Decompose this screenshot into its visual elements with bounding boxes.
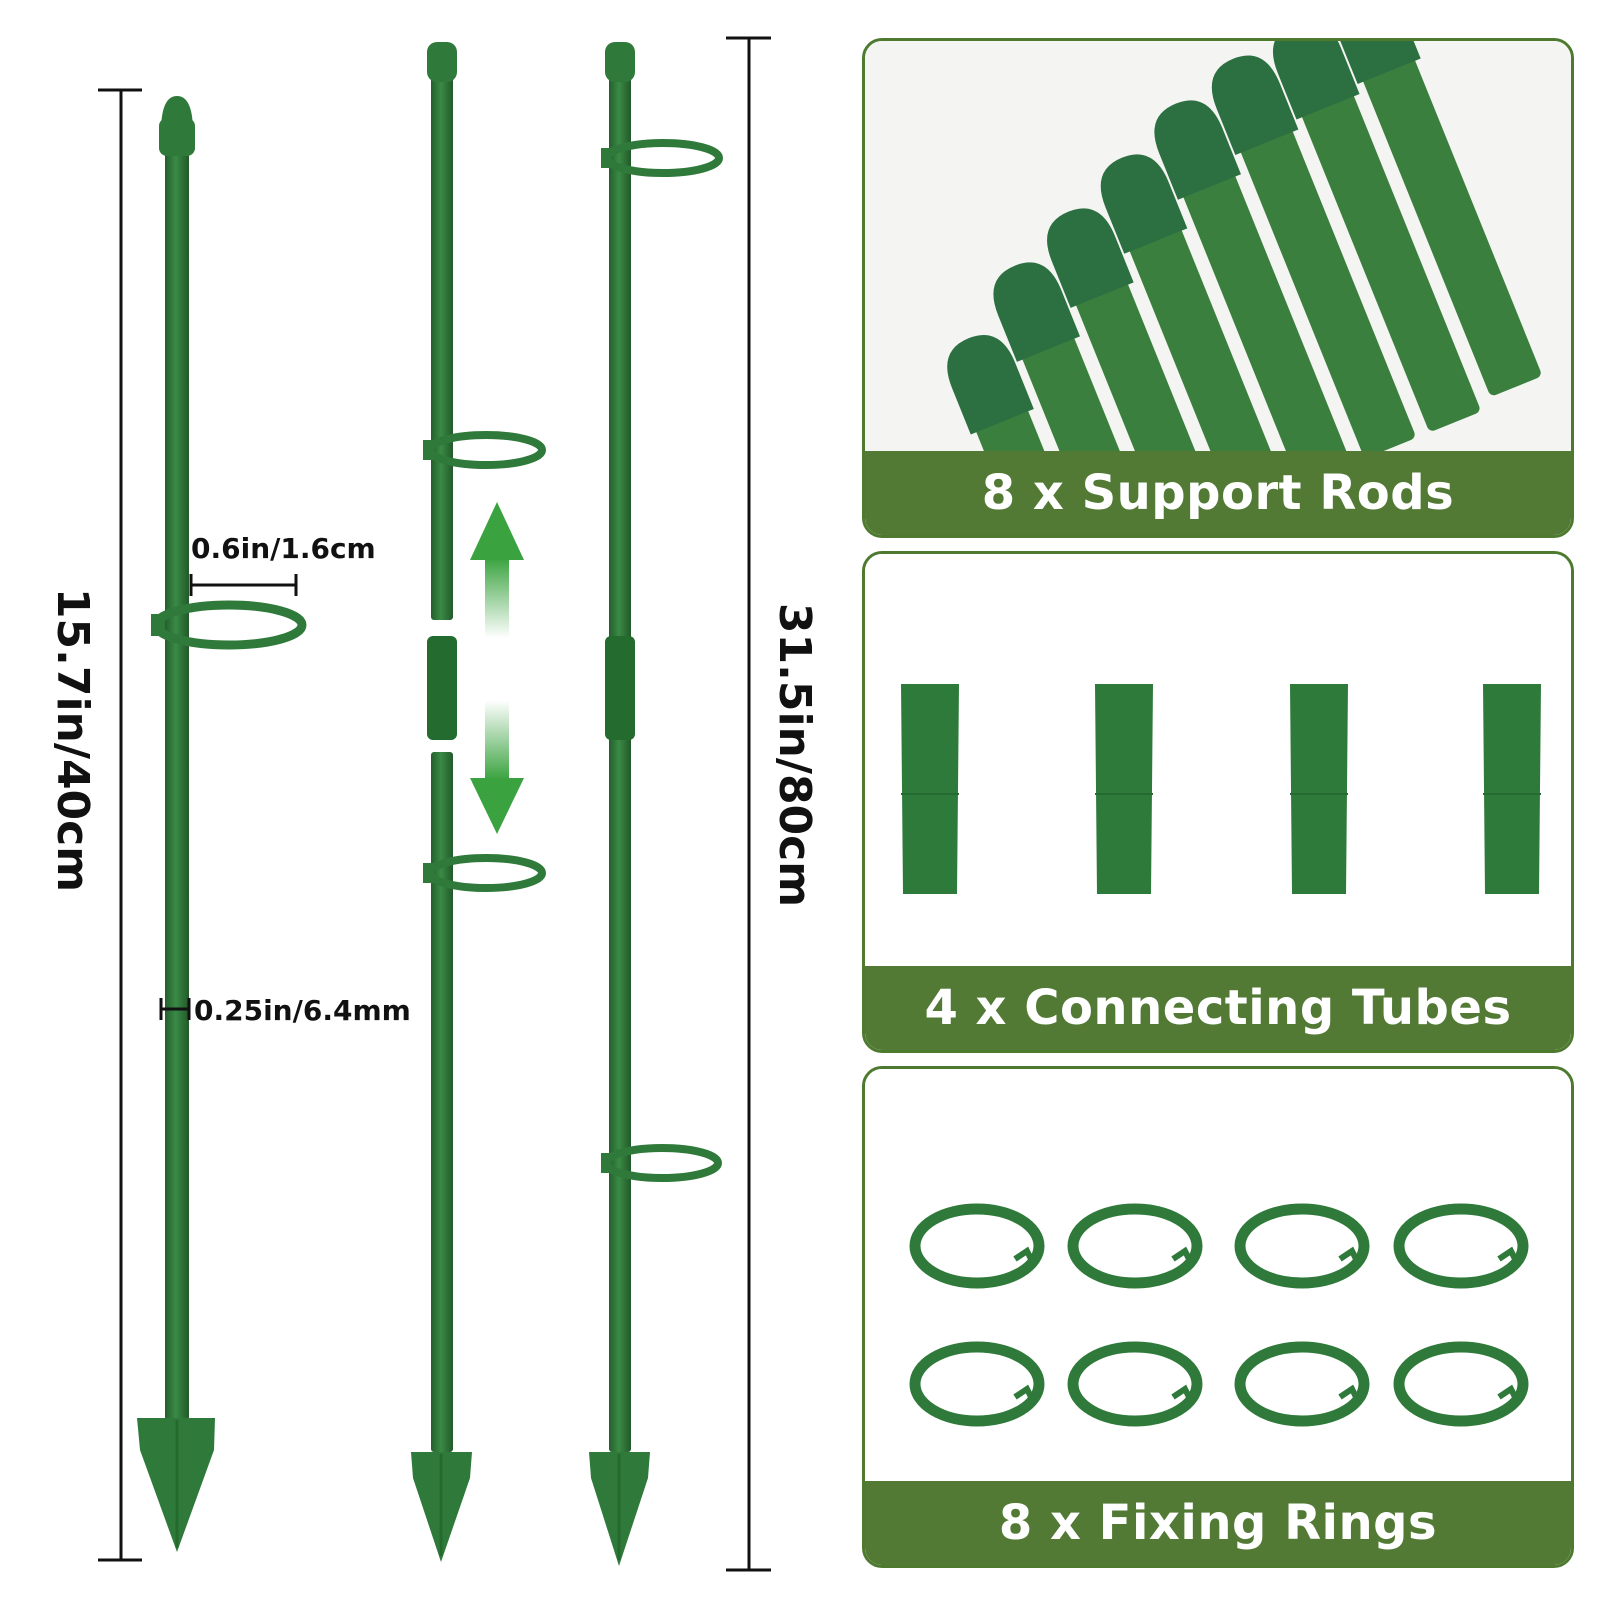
connecting-tubes-caption: 4 x Connecting Tubes [865,966,1571,1050]
support-rods-caption: 8 x Support Rods [865,451,1571,535]
fixing-rings-panel: 8 x Fixing Rings [862,1066,1574,1568]
connecting-tube [1095,684,1153,894]
fixing-ring [1067,1341,1203,1427]
support-rods-panel: 8 x Support Rods [862,38,1574,538]
short-rod [137,96,307,1552]
ring-width-dimension: 0.6in/1.6cm [189,532,376,596]
connecting-tube [1483,684,1541,894]
fixing-ring [1234,1341,1370,1427]
connecting-tube [901,684,959,894]
fixing-ring [909,1341,1045,1427]
ring-width-label: 0.6in/1.6cm [191,532,376,565]
up-arrow-icon [470,502,524,638]
long-height-label: 31.5in/80cm [769,603,820,907]
fixing-ring [909,1203,1045,1289]
short-rod-dimension: 15.7in/40cm [47,88,142,1562]
separated-rod [411,42,546,1562]
short-height-label: 15.7in/40cm [47,588,98,892]
fixing-ring [1067,1203,1203,1289]
fixing-ring [1393,1203,1529,1289]
rod-diameter-dimension: 0.25in/6.4mm [159,994,411,1027]
long-rod-connector [605,636,635,740]
fixing-ring [1234,1203,1370,1289]
connecting-tubes-panel: 4 x Connecting Tubes [862,551,1574,1053]
separated-rod-connector [427,636,457,740]
long-rod [589,42,723,1566]
fixing-ring [1393,1341,1529,1427]
long-rod-dimension: 31.5in/80cm [726,36,820,1572]
rod-diameter-label: 0.25in/6.4mm [194,994,411,1027]
fixing-rings-caption: 8 x Fixing Rings [865,1481,1571,1565]
down-arrow-icon [470,700,524,834]
connecting-tube [1290,684,1348,894]
